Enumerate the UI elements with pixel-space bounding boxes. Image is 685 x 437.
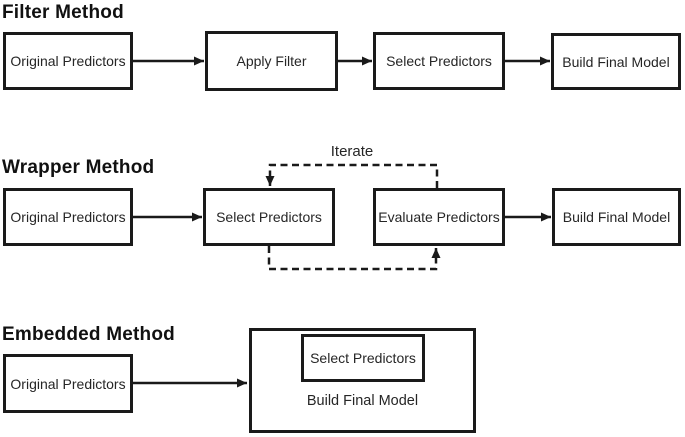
embedded-select-predictors-label: Select Predictors [310,350,416,366]
filter-method-title: Filter Method [2,2,124,23]
embedded-build-final-model-label: Build Final Model [306,393,419,409]
wrapper-build-final-model-box: Build Final Model [552,188,681,246]
wrapper-original-predictors-box: Original Predictors [3,188,133,246]
wrapper-build-final-model-label: Build Final Model [562,209,671,225]
embedded-method-title: Embedded Method [2,324,175,345]
embedded-build-final-model-box: Select Predictors Build Final Model [249,328,476,433]
filter-select-predictors-label: Select Predictors [386,53,492,69]
wrapper-method-title: Wrapper Method [2,157,155,178]
filter-original-predictors-box: Original Predictors [3,32,133,90]
embedded-original-predictors-label: Original Predictors [10,375,126,392]
wrapper-select-predictors-label: Select Predictors [216,209,322,225]
wrapper-evaluate-predictors-label: Evaluate Predictors [378,209,500,225]
filter-original-predictors-label: Original Predictors [10,53,126,69]
iterate-label: Iterate [330,143,374,160]
filter-apply-filter-box: Apply Filter [205,31,338,91]
embedded-select-predictors-box: Select Predictors [301,334,425,382]
embedded-original-predictors-box: Original Predictors [3,354,133,413]
wrapper-original-predictors-label: Original Predictors [10,209,126,225]
wrapper-select-predictors-box: Select Predictors [203,188,335,246]
wrapper-evaluate-predictors-box: Evaluate Predictors [373,188,505,246]
filter-apply-filter-label: Apply Filter [236,53,307,69]
filter-build-final-model-box: Build Final Model [551,33,681,90]
filter-select-predictors-box: Select Predictors [373,32,505,90]
dashed-arrow-iterate-top [265,163,439,188]
dashed-arrow-iterate-bottom [267,246,441,271]
filter-build-final-model-label: Build Final Model [562,53,670,70]
